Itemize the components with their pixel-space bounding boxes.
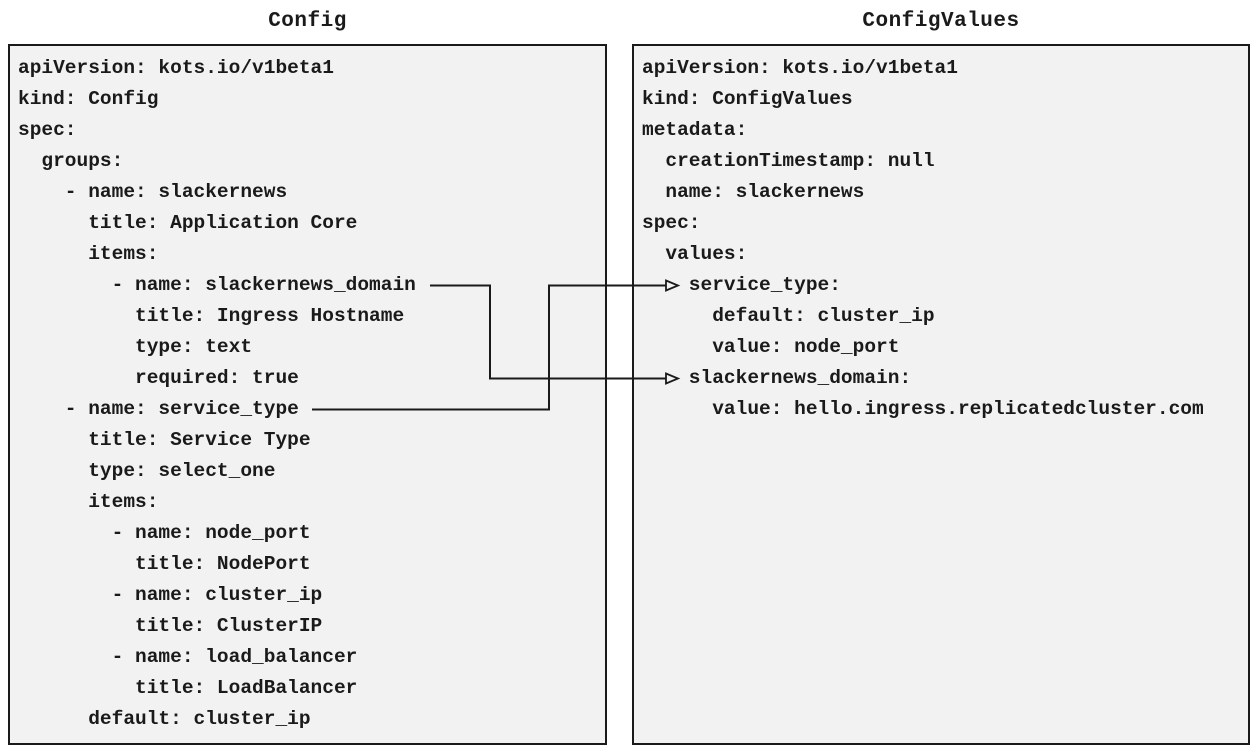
config-panel-title: Config (268, 10, 347, 33)
config-panel: apiVersion: kots.io/v1beta1 kind: Config… (8, 44, 607, 745)
configvalues-panel-title: ConfigValues (862, 10, 1020, 33)
config-yaml-text: apiVersion: kots.io/v1beta1 kind: Config… (18, 57, 416, 730)
configvalues-panel: apiVersion: kots.io/v1beta1 kind: Config… (632, 44, 1250, 745)
configvalues-yaml-text: apiVersion: kots.io/v1beta1 kind: Config… (642, 57, 1204, 420)
